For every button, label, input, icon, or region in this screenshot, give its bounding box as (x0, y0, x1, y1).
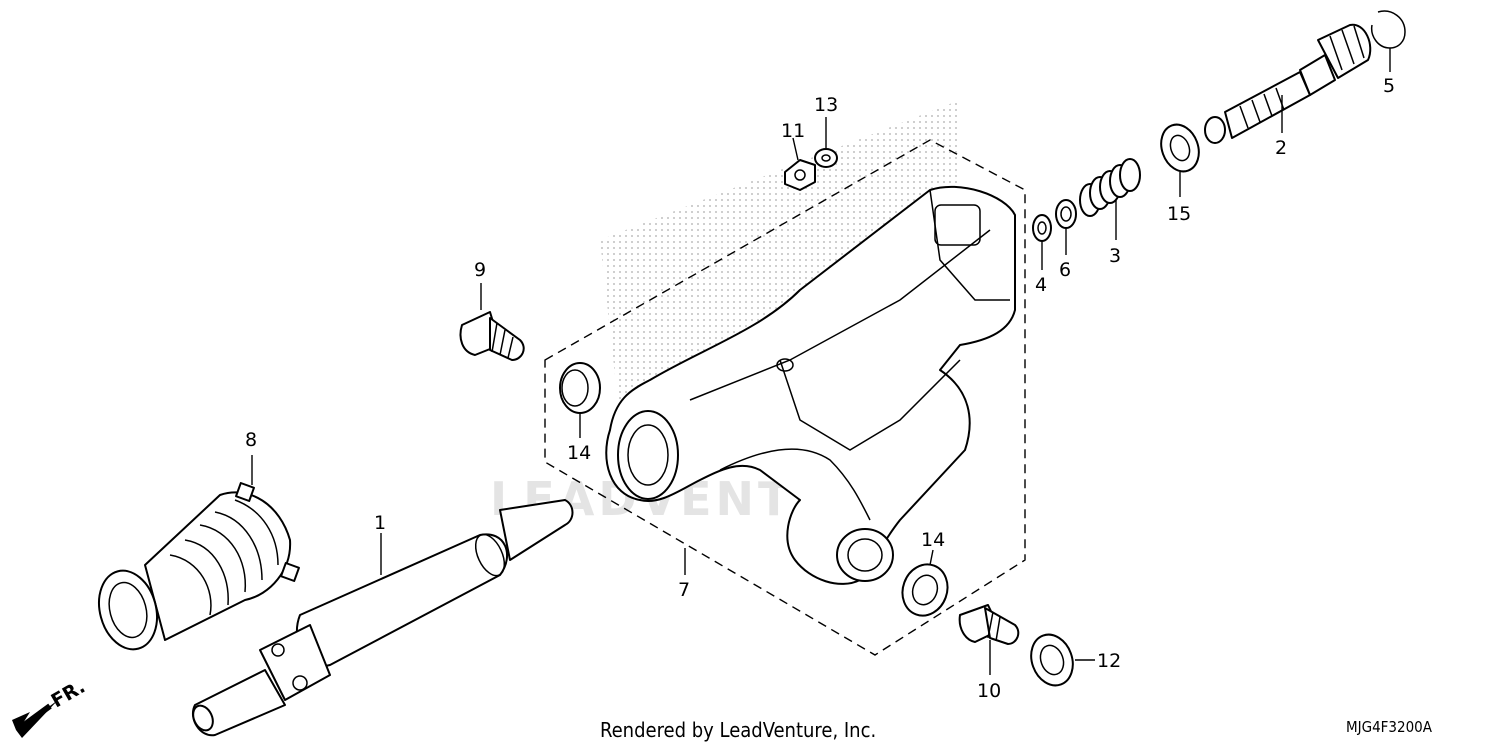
callout-11[interactable]: 11 (781, 120, 805, 142)
callout-12[interactable]: 12 (1097, 650, 1121, 672)
snap-ring[interactable] (1370, 10, 1406, 49)
callout-14-upper[interactable]: 14 (567, 442, 591, 464)
callout-5[interactable]: 5 (1383, 75, 1395, 97)
callout-3[interactable]: 3 (1109, 245, 1121, 267)
swingarm[interactable] (605, 185, 1016, 585)
callout-2[interactable]: 2 (1275, 137, 1287, 159)
pinion-shaft[interactable] (1204, 23, 1372, 144)
callout-8[interactable]: 8 (245, 429, 257, 451)
seal[interactable] (1155, 119, 1205, 176)
diagram-code: MJG4F3200A (1346, 718, 1432, 736)
front-arrow-label: FR. (48, 676, 89, 713)
drive-shaft[interactable] (189, 499, 574, 737)
washer-13[interactable] (814, 148, 838, 168)
spring[interactable] (1079, 158, 1141, 217)
dust-boot[interactable] (91, 482, 300, 656)
pivot-bolt-right[interactable] (958, 604, 1020, 645)
callout-6[interactable]: 6 (1059, 259, 1071, 281)
callout-13[interactable]: 13 (814, 94, 838, 116)
assembly-outline (544, 139, 1026, 656)
bolt-11[interactable] (784, 159, 816, 191)
callout-7[interactable]: 7 (678, 579, 690, 601)
callout-1[interactable]: 1 (374, 512, 386, 534)
pivot-bolt-left[interactable] (459, 311, 525, 361)
callout-15[interactable]: 15 (1167, 203, 1191, 225)
front-arrow-icon (12, 700, 58, 738)
washer-6[interactable] (1055, 199, 1077, 229)
lock-nut[interactable] (1024, 629, 1079, 692)
bearing-lower[interactable] (895, 558, 954, 622)
bearing-upper[interactable] (559, 362, 601, 414)
callout-4[interactable]: 4 (1035, 274, 1047, 296)
callout-14-lower[interactable]: 14 (921, 529, 945, 551)
callout-9[interactable]: 9 (474, 259, 486, 281)
credit-text: Rendered by LeadVenture, Inc. (600, 718, 877, 742)
washer-4[interactable] (1032, 214, 1052, 242)
callout-10[interactable]: 10 (977, 680, 1001, 702)
